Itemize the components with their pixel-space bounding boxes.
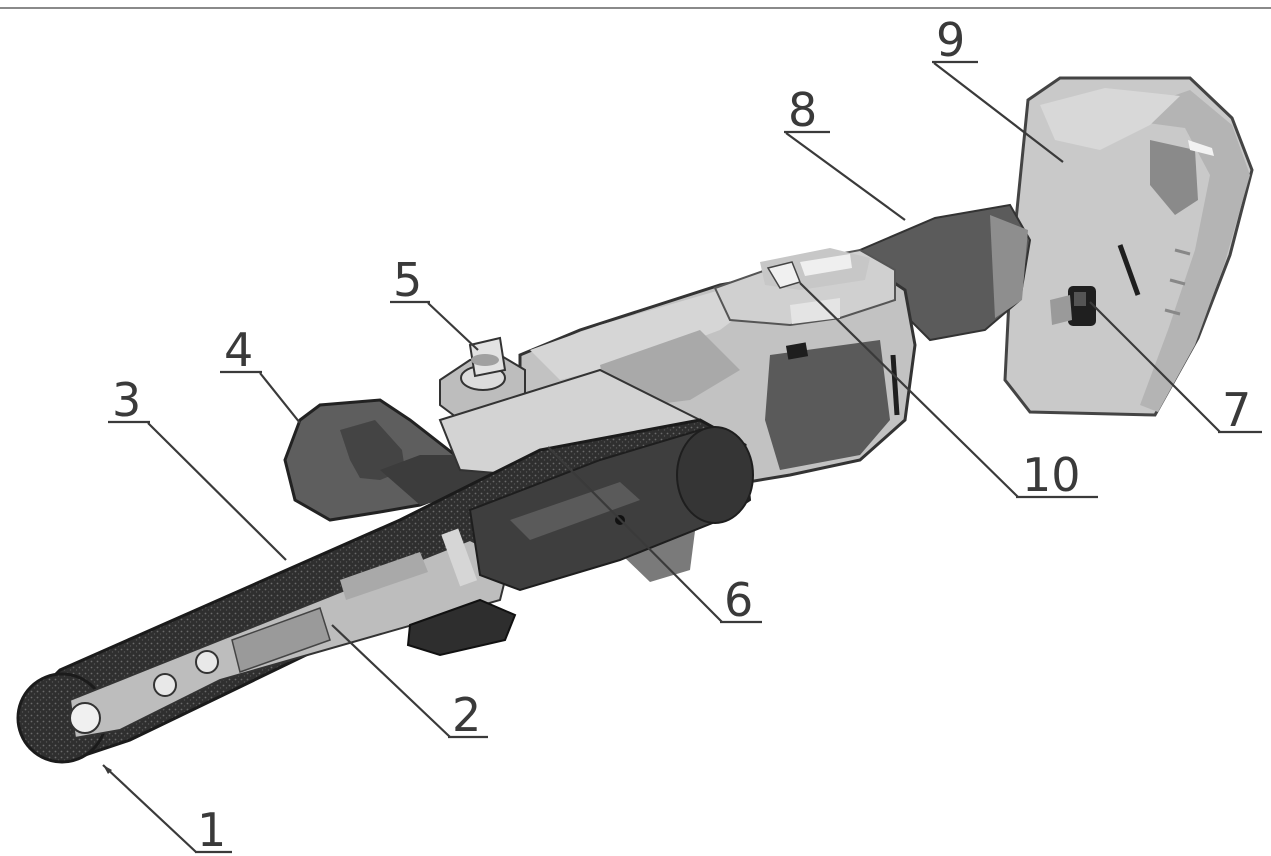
callout-label-1: 1 [197, 803, 226, 856]
callout-label-5: 5 [393, 253, 422, 307]
callout-label-7: 7 [1222, 383, 1251, 437]
callout-labels: 1 2 3 4 5 6 7 8 9 10 [112, 13, 1251, 856]
foot-bracket [406, 598, 517, 657]
belt-arm [68, 528, 512, 740]
battery-latch [1050, 286, 1096, 326]
tool-illustration [16, 76, 1254, 764]
callout-label-8: 8 [788, 83, 817, 137]
callout-label-6: 6 [724, 573, 753, 627]
tracking-knob [439, 336, 526, 421]
callout-label-10: 10 [1022, 448, 1081, 502]
battery-pack [1003, 76, 1254, 417]
callout-label-4: 4 [224, 323, 253, 377]
callout-label-2: 2 [452, 688, 481, 742]
callout-leaders [102, 60, 1262, 854]
callout-label-9: 9 [936, 13, 965, 67]
callout-label-3: 3 [112, 373, 141, 427]
